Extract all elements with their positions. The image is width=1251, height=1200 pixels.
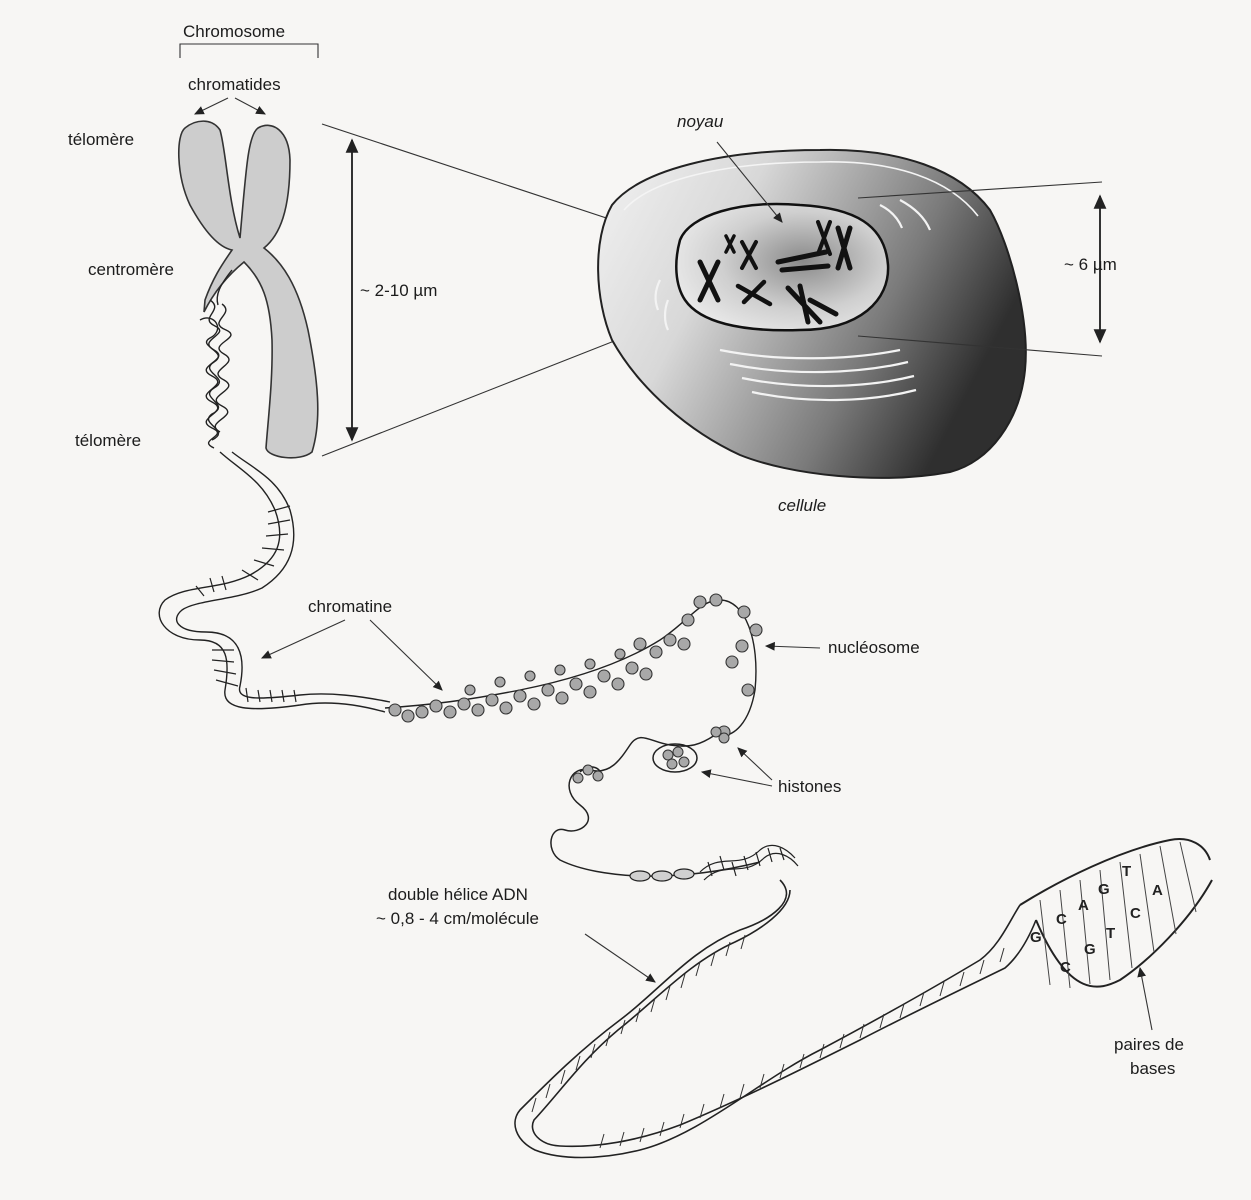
nucleosome-label: nucléosome	[828, 638, 920, 657]
nucleus-envelope	[676, 204, 888, 330]
base-bottom-5: A	[1152, 882, 1163, 899]
helix-rungs	[532, 935, 1004, 1148]
nucleosome-fiber	[385, 594, 762, 738]
chromatine-label: chromatine	[308, 597, 392, 616]
histones-arrows	[702, 748, 772, 786]
nucleosome-arrow	[766, 646, 820, 648]
chromosome-bracket	[180, 44, 318, 58]
base-pairs-label-line2: bases	[1130, 1059, 1175, 1078]
telomere-bottom-label: télomère	[75, 431, 141, 450]
histones-label: histones	[778, 777, 841, 796]
solenoid-fiber	[159, 452, 390, 712]
chromatides-label: chromatides	[188, 75, 281, 94]
dna-loops	[551, 735, 760, 876]
nucleus	[676, 204, 888, 330]
short-helix-segment	[630, 845, 798, 881]
chromatides-arrows	[195, 98, 265, 114]
base-top-1: G	[1030, 929, 1042, 946]
base-top-3: A	[1078, 897, 1089, 914]
condensed-chromatin-fiber	[200, 270, 232, 448]
base-bottom-2: G	[1084, 941, 1096, 958]
chromatine-arrows	[262, 620, 442, 690]
helix-strand-b	[532, 890, 1036, 1146]
histone-cluster	[573, 727, 729, 783]
chromosome-x	[179, 121, 318, 458]
base-bottom-4: C	[1130, 905, 1141, 922]
chromosome-body	[179, 121, 318, 458]
base-letters: G C A G T C G T C A	[1030, 863, 1163, 976]
dna-label-line1: double hélice ADN	[388, 885, 528, 904]
base-top-5: T	[1122, 863, 1131, 880]
base-top-4: G	[1098, 881, 1110, 898]
base-bottom-1: C	[1060, 959, 1071, 976]
nucleus-size-label: ~ 6 µm	[1064, 255, 1117, 274]
nucleus-label: noyau	[677, 112, 724, 131]
base-pairs-arrow	[1140, 968, 1152, 1030]
base-bottom-3: T	[1106, 925, 1115, 942]
centromere-label: centromère	[88, 260, 174, 279]
nucleosome-beads	[389, 594, 762, 738]
telomere-top-label: télomère	[68, 130, 134, 149]
base-top-2: C	[1056, 911, 1067, 928]
chromosome-label: Chromosome	[183, 22, 285, 41]
cell-label: cellule	[778, 496, 826, 515]
chromosome-size-label: ~ 2-10 µm	[360, 281, 437, 300]
dna-label-arrow	[585, 934, 655, 982]
dna-label-line2: ~ 0,8 - 4 cm/molécule	[376, 909, 539, 928]
base-pairs-label-line1: paires de	[1114, 1035, 1184, 1054]
